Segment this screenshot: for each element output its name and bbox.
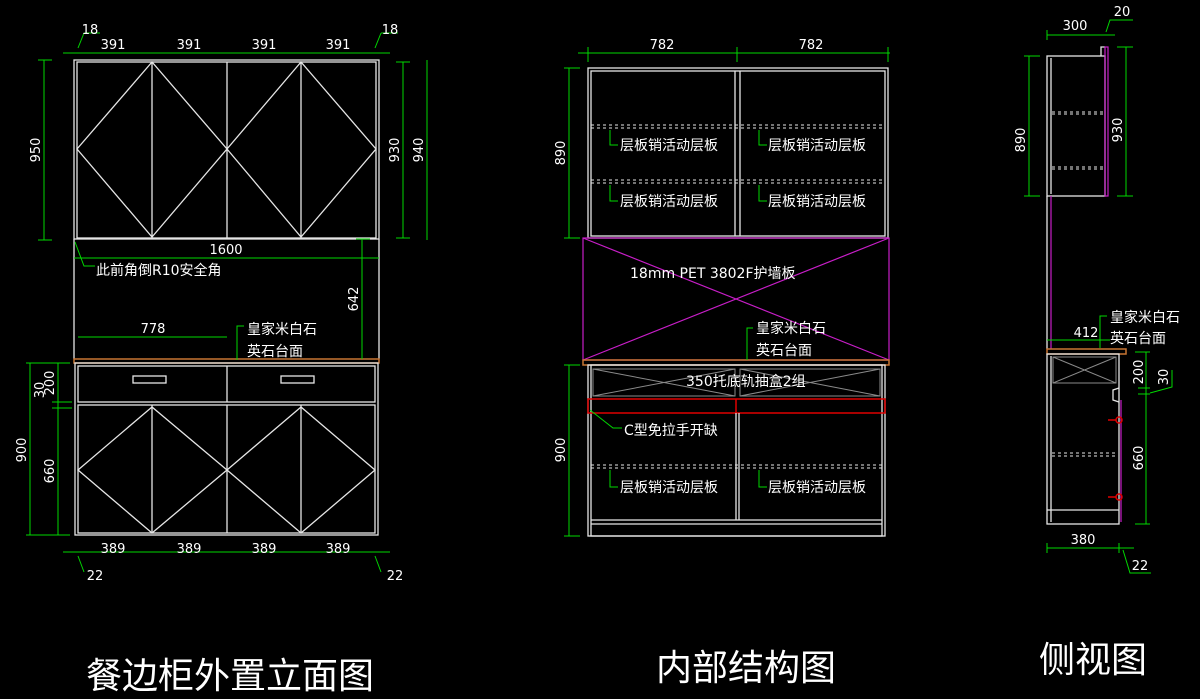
counter-note: 英石台面: [247, 343, 303, 360]
dim-bottom-width: 389: [101, 542, 126, 557]
door-diamond: [76, 61, 228, 239]
dim-bottom-width: 389: [252, 542, 277, 557]
shelf-note: 层板销活动层板: [620, 194, 718, 210]
dim-top-width: 391: [326, 38, 351, 53]
shelf-note: 层板销活动层板: [620, 138, 718, 154]
shelf-note: 层板销活动层板: [768, 194, 866, 210]
front-view: 18 18 391 391 391 391 950 930 940 1600 此…: [15, 23, 428, 697]
dim-bottom-width: 389: [326, 542, 351, 557]
interior-view-title: 内部结构图: [656, 648, 836, 689]
panel-note: 18mm PET 3802F护墙板: [630, 266, 796, 282]
mid-section: [73, 239, 380, 359]
drawer-note: 350托底轨抽盒2组: [686, 373, 806, 390]
door-diamond: [76, 406, 229, 534]
dim-door-thickness: 22: [1132, 559, 1149, 574]
dim-upper-inner-height: 930: [388, 138, 403, 163]
dim-upper-depth: 300: [1063, 19, 1088, 34]
dim-drawer-height: 200: [1132, 360, 1147, 385]
pet-wall-panel: [582, 237, 890, 361]
door-diamond: [225, 406, 377, 534]
side-view-title: 侧视图: [1039, 640, 1147, 681]
shelf-note: 层板销活动层板: [620, 480, 718, 496]
lower-cabinet: [74, 362, 379, 536]
interior-view: 782 782 890 900 层板销活动层板 层板销活动层板 层板销活动层板 …: [554, 38, 890, 689]
dim-top-width: 391: [177, 38, 202, 53]
drawer-handle: [280, 375, 315, 384]
dim-upper-height: 950: [29, 138, 44, 163]
counter-note: 皇家米白石: [756, 320, 826, 337]
dim-upper-height: 890: [554, 141, 569, 166]
dim-bottom-edge-right: 22: [387, 569, 404, 584]
dim-upper-total-height: 930: [1111, 118, 1126, 143]
dim-gap: 30: [1157, 369, 1172, 386]
dim-total-width: 1600: [209, 243, 242, 258]
upper-cabinet: [73, 59, 380, 240]
dim-inner-width: 778: [141, 322, 166, 337]
shelf-note: 层板销活动层板: [768, 480, 866, 496]
drawer-handle: [132, 375, 167, 384]
dim-edge-right: 18: [382, 23, 399, 38]
dim-lower-depth: 380: [1071, 533, 1096, 548]
dim-bottom-width: 389: [177, 542, 202, 557]
dim-upper-height: 890: [1014, 128, 1029, 153]
countertop: [1046, 348, 1127, 355]
counter-note: 英石台面: [756, 342, 812, 359]
dim-lower-height: 900: [15, 438, 30, 463]
dim-back-thickness: 20: [1114, 5, 1131, 20]
dim-drawer-height: 200: [43, 371, 58, 396]
dim-bottom-edge-left: 22: [87, 569, 104, 584]
counter-note: 皇家米白石: [1110, 309, 1180, 326]
dim-counter-depth: 412: [1074, 326, 1099, 341]
dim-upper-outer-height: 940: [412, 138, 427, 163]
dim-lower-height: 900: [554, 438, 569, 463]
counter-note: 皇家米白石: [247, 321, 317, 338]
dim-top-width: 782: [650, 38, 675, 53]
corner-note: 此前角倒R10安全角: [96, 262, 222, 279]
dim-top-width: 391: [252, 38, 277, 53]
dim-top-width: 782: [799, 38, 824, 53]
drawer-box: [592, 368, 881, 397]
front-view-title: 餐边柜外置立面图: [86, 656, 374, 697]
handle-note: C型免拉手开缺: [624, 423, 718, 439]
dim-gap: 30: [33, 382, 48, 399]
dim-gap-height: 642: [347, 287, 362, 312]
dim-door-height: 660: [1132, 446, 1147, 471]
countertop: [582, 359, 890, 366]
dim-edge-left: 18: [82, 23, 99, 38]
side-view: 300 20 890 930 412 皇家米白石 英石台面 200 30 660…: [1014, 5, 1180, 681]
dim-door-height: 660: [43, 459, 58, 484]
shelf-note: 层板销活动层板: [768, 138, 866, 154]
counter-note: 英石台面: [1110, 330, 1166, 347]
door-diamond: [226, 61, 377, 239]
dim-top-width: 391: [101, 38, 126, 53]
